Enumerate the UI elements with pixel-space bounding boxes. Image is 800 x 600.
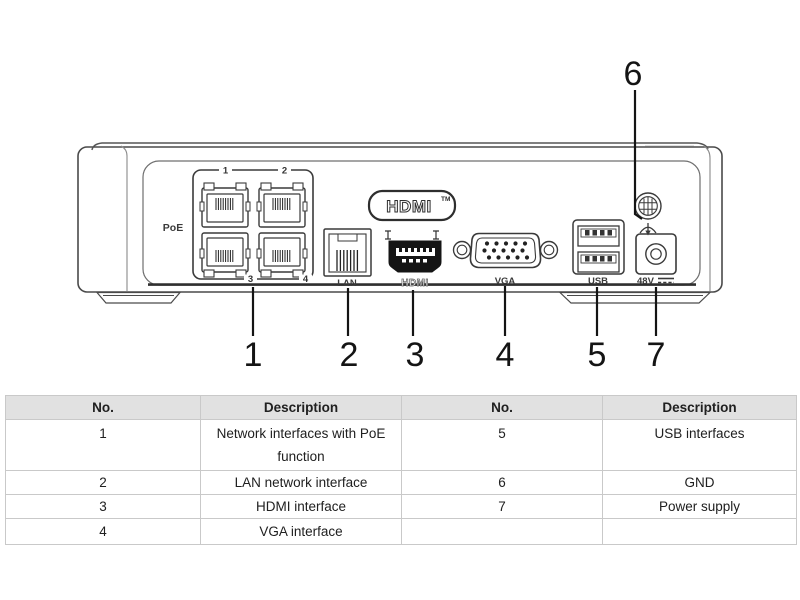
header-no-left: No. (5, 395, 201, 420)
top-lid-edge (91, 142, 709, 151)
spec-table: No. Description No. Description 1 Networ… (5, 395, 797, 545)
rj45-port-1 (199, 182, 251, 228)
callout-number-3: 3 (406, 336, 425, 374)
callout-number-4: 4 (496, 336, 515, 374)
rj45-port-2 (256, 182, 308, 228)
cell-description: HDMI interface (200, 494, 402, 519)
rj45-port-4 (256, 232, 308, 278)
hdmi-port-label: HDMI (401, 278, 429, 289)
spec-table-container: No. Description No. Description 1 Networ… (5, 395, 797, 545)
header-description-left: Description (200, 395, 402, 420)
table-header-row: No. Description No. Description (5, 395, 797, 420)
cell-no: 5 (401, 419, 603, 471)
usb-ports (572, 219, 625, 275)
table-row: 3 HDMI interface 7 Power supply (5, 494, 797, 519)
poe-port-number-1: 1 (223, 166, 229, 177)
left-foot (95, 291, 182, 304)
callout-leader-lines (251, 90, 658, 336)
cell-no (401, 518, 603, 545)
cell-no: 7 (401, 494, 603, 519)
callout-number-7: 7 (647, 336, 666, 374)
cell-no: 6 (401, 470, 603, 495)
cell-description: Network interfaces with PoE function (200, 419, 402, 471)
rear-panel-diagram: 1 2 3 4 PoE LAN HDMI TM (77, 55, 723, 374)
cell-description (602, 518, 797, 545)
table-row: 1 Network interfaces with PoE function 5… (5, 419, 797, 471)
callout-number-2: 2 (340, 336, 359, 374)
hdmi-badge-tm: TM (441, 196, 450, 203)
callout-number-5: 5 (588, 336, 607, 374)
poe-ports-block: 1 2 3 4 PoE (163, 166, 314, 285)
power-voltage-label: 48V (637, 276, 655, 287)
leader-line-6 (633, 90, 643, 220)
hdmi-logo-badge: HDMI TM (367, 189, 457, 222)
callout-number-6: 6 (624, 55, 643, 93)
cell-description: VGA interface (200, 518, 402, 545)
cell-no: 2 (5, 470, 201, 495)
right-foot (558, 291, 712, 304)
hdmi-port (385, 230, 442, 273)
header-description-right: Description (602, 395, 797, 420)
poe-label: PoE (163, 222, 183, 234)
poe-port-number-4: 4 (303, 274, 309, 285)
poe-port-number-3: 3 (248, 274, 253, 285)
dc-symbol-icon (658, 277, 674, 284)
hdmi-badge-text: HDMI (386, 197, 431, 216)
lan-port (323, 228, 372, 277)
callout-number-1: 1 (244, 336, 263, 374)
power-jack (635, 233, 677, 275)
table-row: 2 LAN network interface 6 GND (5, 470, 797, 495)
usb-label: USB (588, 276, 608, 287)
rj45-port-3 (199, 232, 251, 278)
cell-description: USB interfaces (602, 419, 797, 471)
header-no-right: No. (401, 395, 603, 420)
ground-symbol-icon (639, 223, 657, 236)
cell-description: LAN network interface (200, 470, 402, 495)
lan-label: LAN (337, 278, 357, 289)
cell-no: 3 (5, 494, 201, 519)
cell-no: 1 (5, 419, 201, 471)
table-row: 4 VGA interface (5, 518, 797, 545)
poe-port-number-2: 2 (282, 166, 287, 177)
vga-port (452, 232, 559, 269)
gnd-screw (634, 192, 662, 220)
cell-description: GND (602, 470, 797, 495)
vga-label: VGA (495, 276, 516, 287)
cell-description: Power supply (602, 494, 797, 519)
cell-no: 4 (5, 518, 201, 545)
